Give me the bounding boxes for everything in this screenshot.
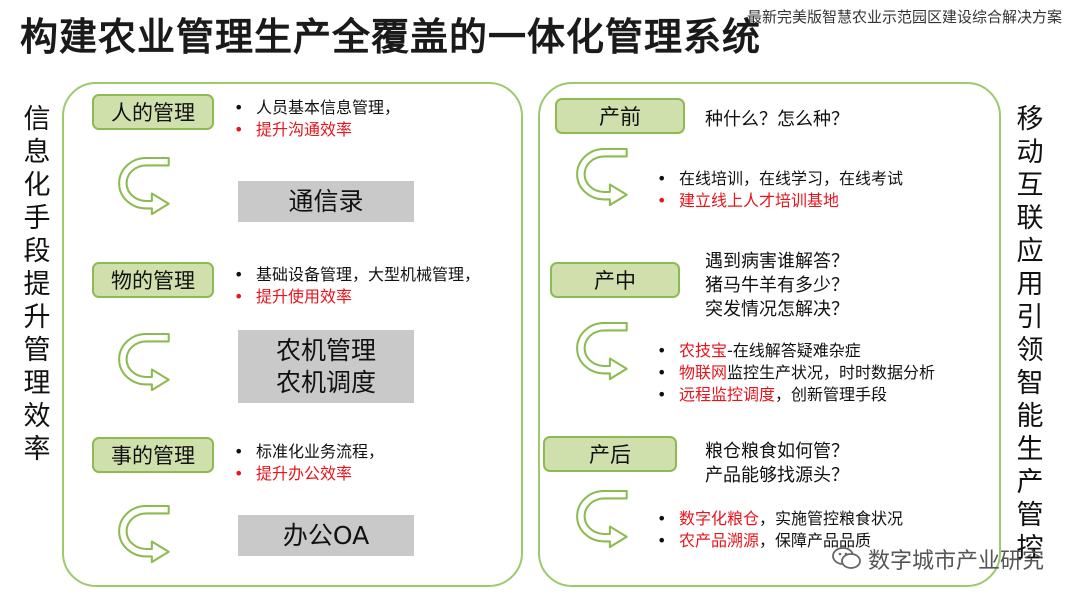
tag-things-management: 物的管理: [92, 262, 214, 298]
page-title: 构建农业管理生产全覆盖的一体化管理系统: [20, 15, 762, 59]
tag-mid-label: 产中: [594, 269, 636, 293]
list-item: 建立线上人才培训基地: [655, 190, 903, 212]
question: 粮仓粮食如何管？: [705, 441, 849, 462]
right-side-caption: 移动互联应用引领智能生产管控: [1016, 104, 1044, 564]
list-item: 标准化业务流程，: [232, 441, 384, 463]
mid-questions: 遇到病害谁解答？ 猪马牛羊有多少？ 突发情况怎解决？: [705, 250, 849, 322]
u-turn-arrow-icon: [118, 333, 170, 391]
list-text: -在线解答疑难杂症: [727, 341, 861, 360]
management-panel: [62, 82, 523, 587]
list-item: 提升使用效率: [232, 286, 480, 308]
machinery-box: 农机管理 农机调度: [238, 330, 414, 403]
office-oa-label: 办公OA: [282, 520, 370, 550]
tag-post-label: 产后: [589, 443, 631, 467]
highlight: 数字化粮仓: [679, 509, 760, 528]
pre-bullets: 在线培训，在线学习，在线考试 建立线上人才培训基地: [655, 168, 903, 212]
post-questions: 粮仓粮食如何管？ 产品能够找源头？: [705, 440, 849, 488]
list-item: 提升办公效率: [232, 463, 384, 485]
list-text: ，创新管理手段: [775, 385, 888, 404]
affairs-bullets: 标准化业务流程， 提升办公效率: [232, 441, 384, 485]
list-item: 人员基本信息管理，: [232, 97, 400, 119]
things-bullets: 基础设备管理，大型机械管理， 提升使用效率: [232, 264, 480, 308]
u-turn-arrow-icon: [576, 490, 628, 548]
highlight: 物联网: [679, 363, 728, 382]
list-text: ，实施管控粮食状况: [759, 509, 904, 528]
question: 产品能够找源头？: [705, 465, 849, 486]
tag-post-production: 产后: [543, 436, 677, 472]
list-item: 农技宝-在线解答疑难杂症: [655, 340, 935, 362]
list-item: 农产品溯源，保障产品品质: [655, 530, 903, 552]
watermark: 数字城市产业研究: [832, 543, 1044, 575]
tag-people-management: 人的管理: [92, 94, 214, 130]
office-oa-box: 办公OA: [238, 515, 414, 556]
contacts-label: 通信录: [288, 186, 364, 216]
tag-mid-production: 产中: [550, 262, 680, 298]
wechat-icon: [832, 547, 861, 569]
highlight: 远程监控调度: [679, 385, 776, 404]
left-side-caption: 信息化手段提升管理效率: [23, 104, 51, 465]
tag-affairs-management: 事的管理: [92, 437, 214, 473]
u-turn-arrow-icon: [118, 157, 170, 215]
page-subtitle: 最新完美版智慧农业示范园区建设综合解决方案: [746, 8, 1062, 26]
watermark-text: 数字城市产业研究: [867, 549, 1044, 574]
pre-question: 种什么？怎么种？: [705, 109, 849, 130]
machinery-dispatch-label: 农机调度: [275, 367, 376, 397]
list-item: 数字化粮仓，实施管控粮食状况: [655, 508, 903, 530]
list-item: 提升沟通效率: [232, 119, 400, 141]
highlight: 农技宝: [679, 341, 728, 360]
question: 遇到病害谁解答？: [705, 251, 849, 272]
list-item: 基础设备管理，大型机械管理，: [232, 264, 480, 286]
list-item: 远程监控调度，创新管理手段: [655, 384, 935, 406]
tag-pre-production: 产前: [555, 98, 685, 134]
post-bullets: 数字化粮仓，实施管控粮食状况 农产品溯源，保障产品品质: [655, 508, 903, 552]
mid-bullets: 农技宝-在线解答疑难杂症 物联网监控生产状况，时时数据分析 远程监控调度，创新管…: [655, 340, 935, 406]
question: 突发情况怎解决？: [705, 299, 849, 320]
contacts-box: 通信录: [238, 181, 414, 222]
list-text: ，保障产品品质: [759, 531, 872, 550]
list-text: 监控生产状况，时时数据分析: [727, 363, 936, 382]
list-item: 物联网监控生产状况，时时数据分析: [655, 362, 935, 384]
list-item: 在线培训，在线学习，在线考试: [655, 168, 903, 190]
production-panel: [538, 82, 1001, 587]
u-turn-arrow-icon: [118, 505, 170, 563]
question: 猪马牛羊有多少？: [705, 275, 849, 296]
highlight: 农产品溯源: [679, 531, 760, 550]
u-turn-arrow-icon: [576, 148, 628, 206]
people-bullets: 人员基本信息管理， 提升沟通效率: [232, 97, 400, 141]
u-turn-arrow-icon: [576, 322, 628, 380]
machinery-management-label: 农机管理: [275, 335, 376, 365]
